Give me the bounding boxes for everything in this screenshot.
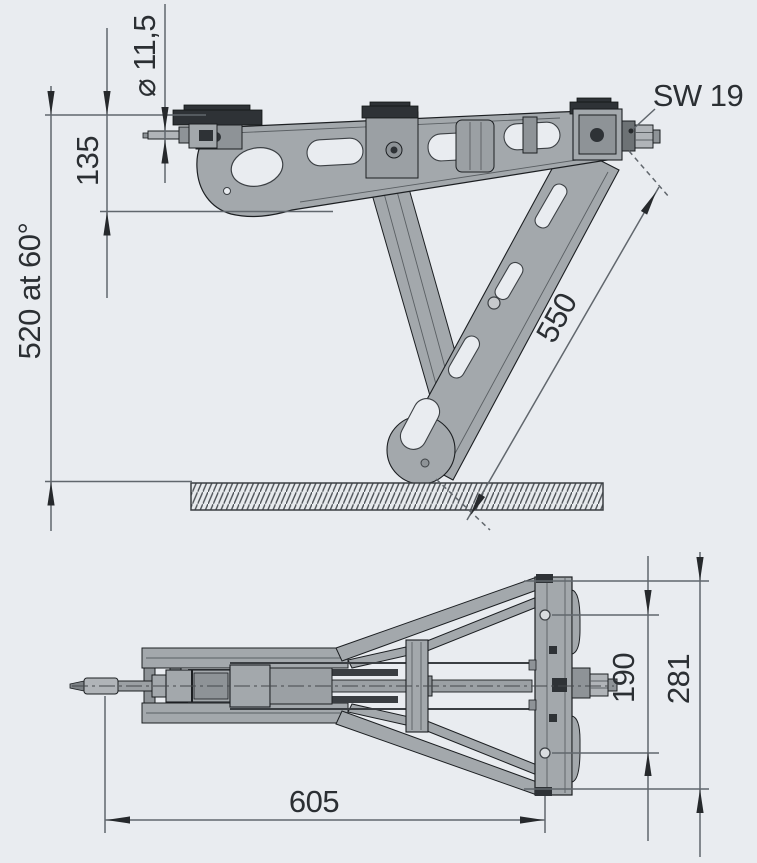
side-view-dimensions: [45, 4, 670, 531]
drive-bolt: [590, 128, 604, 142]
dim-label-extended-height: 520 at 60°: [12, 222, 47, 360]
pivot-cutout: [230, 147, 284, 187]
crank-spindle: [142, 123, 218, 149]
plan-view: [69, 552, 709, 857]
clevis-bracket: [455, 119, 495, 173]
side-view-dimension-arrows: [47, 91, 660, 518]
ground-hatch: [190, 482, 604, 511]
side-view: [45, 4, 670, 531]
dim-label-hole-spacing: 190: [606, 652, 641, 704]
foot-plate: [528, 574, 618, 796]
dim-label-wrench-size: SW 19: [652, 78, 744, 113]
dim-label-spindle-diameter: ⌀ 11,5: [127, 14, 162, 98]
hex-nut: [634, 124, 654, 149]
mounting-clamps: [172, 97, 619, 126]
gear-head-and-hex-drive: [572, 108, 661, 161]
dim-label-overall-length: 605: [288, 784, 340, 819]
dim-label-mount-offset: 135: [70, 135, 105, 187]
swivel-arm: [196, 109, 621, 218]
dim-label-base-width: 281: [661, 653, 696, 705]
